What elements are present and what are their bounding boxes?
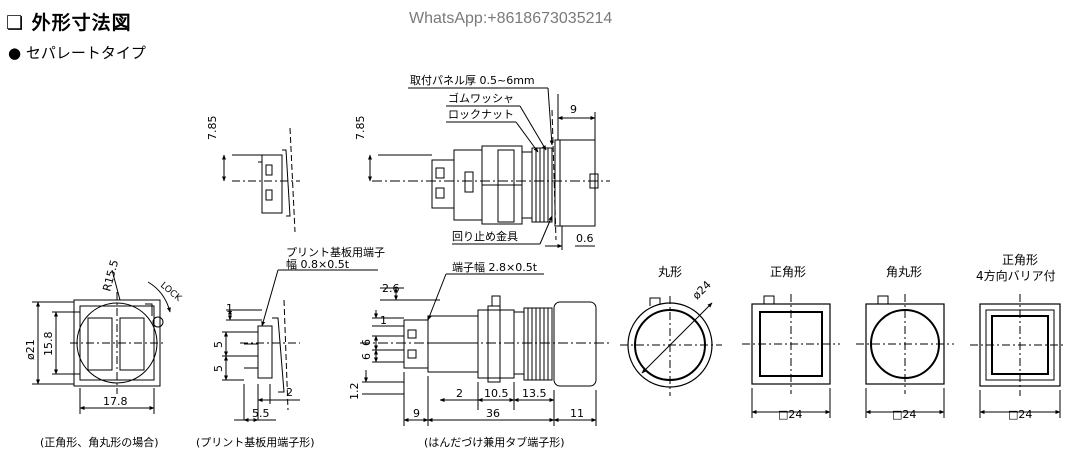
dim-178: 17.8 [103, 395, 128, 408]
caption-solder-tab-type: (はんだづけ兼用タブ端子形) [424, 435, 565, 449]
dim-tab-6b: 6 [360, 353, 373, 360]
dim-pcb-55: 5.5 [252, 407, 270, 420]
front-view-square-case [32, 269, 171, 414]
dim-pcb-5a: 5 [212, 341, 225, 348]
dim-round-d24: ø24 [690, 278, 714, 302]
dim-785-middle: 7.85 [354, 116, 367, 141]
square-front-view [742, 294, 840, 418]
caption-pcb-type: (プリント基板用端子形) [196, 435, 315, 449]
dim-tab-105: 10.5 [484, 387, 509, 400]
dim-tab-9: 9 [413, 407, 420, 420]
caption-square-round-case: (正角形、角丸形の場合) [40, 435, 159, 449]
dim-d21: ø21 [24, 339, 37, 360]
label-barrier-line1: 正角形 [1002, 253, 1038, 267]
dim-barrier-24: □24 [1008, 408, 1032, 421]
dim-158: 15.8 [42, 332, 55, 357]
label-rounded-square: 角丸形 [886, 265, 922, 279]
dim-tab-11: 11 [570, 407, 584, 420]
section-subtitle: ● セパレートタイプ [8, 44, 146, 62]
top-pcb-side-view [222, 127, 300, 233]
rounded-square-front-view [856, 294, 954, 418]
dim-tab-1: 1 [380, 314, 387, 327]
dim-tab-6a: 6 [360, 339, 373, 346]
callout-rubber-washer: ゴムワッシャ [448, 91, 514, 105]
dim-tab-2: 2 [456, 387, 463, 400]
label-barrier-line2: 4方向バリア付 [976, 268, 1056, 283]
dim-pcb-5b: 5 [212, 365, 225, 372]
watermark-text: WhatsApp:+8618673035214 [409, 10, 613, 27]
dim-square-24: □24 [778, 408, 802, 421]
solder-tab-side-view [360, 273, 610, 426]
callout-lock-nut: ロックナット [448, 108, 514, 121]
dim-pcb-2: 2 [286, 386, 293, 399]
page-title: ❏ 外形寸法図 [6, 12, 132, 34]
barrier-square-front-view [970, 294, 1064, 418]
label-square: 正角形 [770, 265, 806, 279]
top-main-side-view [368, 94, 610, 241]
dim-tab-135: 13.5 [522, 387, 547, 400]
round-front-view [620, 296, 722, 396]
dim-pcb-1: 1 [226, 302, 233, 315]
dim-tab-36: 36 [486, 407, 500, 420]
pcb-terminal-side-view [222, 269, 378, 422]
callout-anti-rotation: 回り止め金具 [452, 229, 518, 243]
lock-marker-text: LOCK [158, 281, 184, 305]
dim-tab-12: 1.2 [348, 383, 361, 401]
callout-panel-thickness: 取付パネル厚 0.5~6mm [410, 74, 535, 87]
dim-9-bezel: 9 [570, 103, 577, 116]
dim-785-left: 7.85 [206, 116, 219, 141]
dim-rounded-square-24: □24 [892, 408, 916, 421]
dim-tab-26: 2.6 [382, 282, 400, 295]
label-round: 丸形 [658, 265, 682, 279]
callout-pcb-terminal: プリント基板用端子 [286, 245, 385, 259]
callout-pcb-terminal-width: 幅 0.8×0.5t [286, 258, 350, 271]
dim-r155: R15.5 [100, 258, 121, 292]
callout-terminal-width: 端子幅 2.8×0.5t [452, 261, 538, 274]
dim-06: 0.6 [576, 232, 594, 245]
